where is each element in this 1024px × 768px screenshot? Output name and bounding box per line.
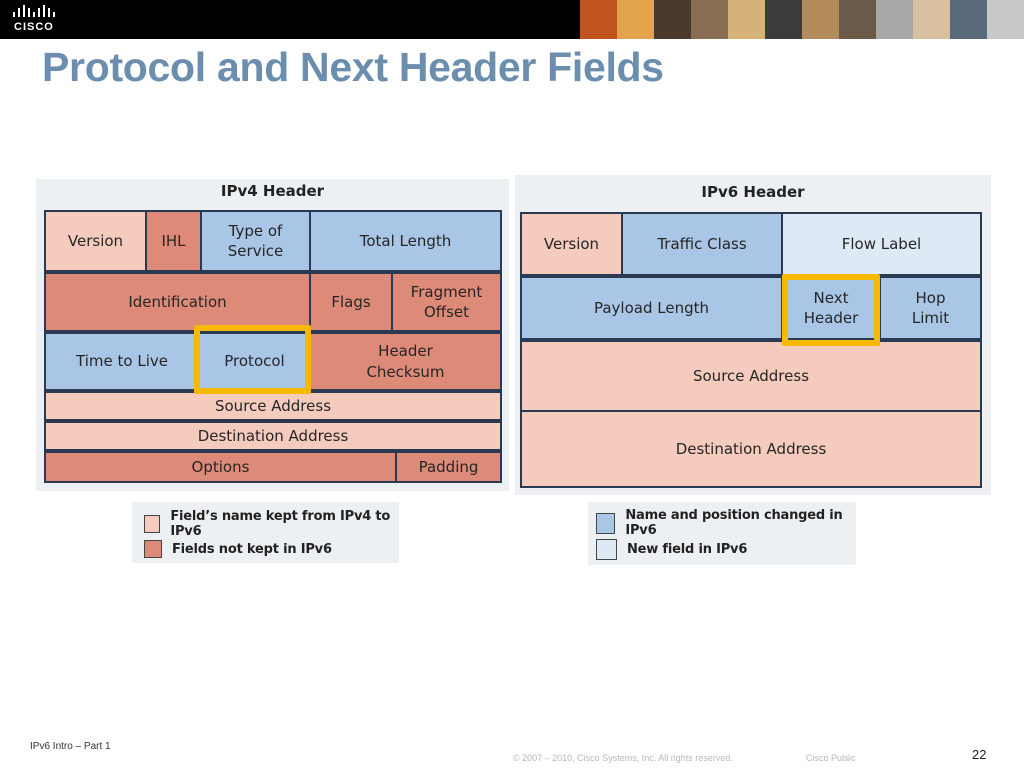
legend-item-not-kept: Fields not kept in IPv6 (144, 540, 332, 558)
banner-photo (913, 0, 950, 39)
cisco-bridge-icon (13, 5, 55, 17)
banner-photo (691, 0, 728, 39)
legend-item-kept: Field’s name kept from IPv4 to IPv6 (144, 509, 399, 539)
banner-photo (802, 0, 839, 39)
ipv6-traffic-class-field: Traffic Class (621, 212, 783, 276)
ipv4-type-of-service-field: Type of Service (200, 210, 311, 272)
legend-left: Field’s name kept from IPv4 to IPv6 Fiel… (132, 502, 399, 563)
page-number: 22 (972, 747, 987, 762)
ipv4-total-length-field: Total Length (309, 210, 502, 272)
ipv4-protocol-field: Protocol (198, 332, 311, 391)
ipv6-payload-length-field: Payload Length (520, 276, 783, 340)
legend-swatch-not-kept (144, 540, 162, 558)
ipv4-destination-address-field: Destination Address (44, 421, 502, 451)
ipv4-options-field: Options (44, 451, 397, 483)
ipv4-version-field: Version (44, 210, 147, 272)
ipv6-destination-address-field: Destination Address (520, 410, 982, 488)
banner-photo (580, 0, 617, 39)
footer-copyright: © 2007 – 2010, Cisco Systems, Inc. All r… (513, 753, 733, 763)
next-header-highlight-box (782, 274, 880, 346)
page-title: Protocol and Next Header Fields (42, 44, 664, 90)
footer-classification: Cisco Public (806, 753, 856, 763)
banner-photo (617, 0, 654, 39)
protocol-highlight-box (194, 325, 311, 394)
legend-swatch-new-field (596, 539, 617, 560)
logo-wordmark: CISCO (14, 21, 54, 33)
banner-photo (654, 0, 691, 39)
ipv4-identification-field: Identification (44, 272, 311, 332)
ipv4-flags-field: Flags (309, 272, 393, 332)
legend-label-new-field: New field in IPv6 (627, 542, 748, 557)
ipv6-header-title: IPv6 Header (701, 183, 805, 201)
ipv4-header-panel: IPv4 Header Version IHL Type of Service … (36, 179, 509, 491)
legend-swatch-kept (144, 515, 161, 533)
legend-swatch-changed (596, 512, 616, 534)
ipv4-padding-field: Padding (395, 451, 502, 483)
ipv4-header-title: IPv4 Header (220, 182, 325, 200)
ipv4-ihl-field: IHL (145, 210, 202, 272)
banner-photo (876, 0, 913, 39)
legend-right: Name and position changed in IPv6 New fi… (588, 502, 856, 565)
legend-item-new-field: New field in IPv6 (596, 539, 747, 560)
ipv6-flow-label-field: Flow Label (781, 212, 982, 276)
banner-photo (839, 0, 876, 39)
legend-item-changed: Name and position changed in IPv6 (596, 508, 856, 538)
photo-strip (580, 0, 1024, 39)
top-banner: CISCO (0, 0, 1024, 39)
banner-photo (950, 0, 987, 39)
ipv6-hop-limit-field: Hop Limit (879, 276, 982, 340)
ipv6-version-field: Version (520, 212, 623, 276)
cisco-logo: CISCO (12, 4, 72, 36)
legend-label-not-kept: Fields not kept in IPv6 (172, 541, 332, 557)
ipv4-source-address-field: Source Address (44, 391, 502, 421)
ipv6-source-address-field: Source Address (520, 340, 982, 412)
banner-photo (765, 0, 802, 39)
legend-label-changed: Name and position changed in IPv6 (625, 508, 843, 538)
ipv4-fragment-offset-field: Fragment Offset (391, 272, 502, 332)
banner-photo (728, 0, 765, 39)
ipv4-header-checksum-field: Header Checksum (309, 332, 502, 391)
ipv4-time-to-live-field: Time to Live (44, 332, 200, 391)
banner-photo (987, 0, 1024, 39)
footer-presentation-name: IPv6 Intro – Part 1 (30, 741, 111, 752)
legend-label-kept: Field’s name kept from IPv4 to IPv6 (170, 509, 391, 539)
ipv6-header-panel: IPv6 Header Version Traffic Class Flow L… (515, 175, 991, 495)
